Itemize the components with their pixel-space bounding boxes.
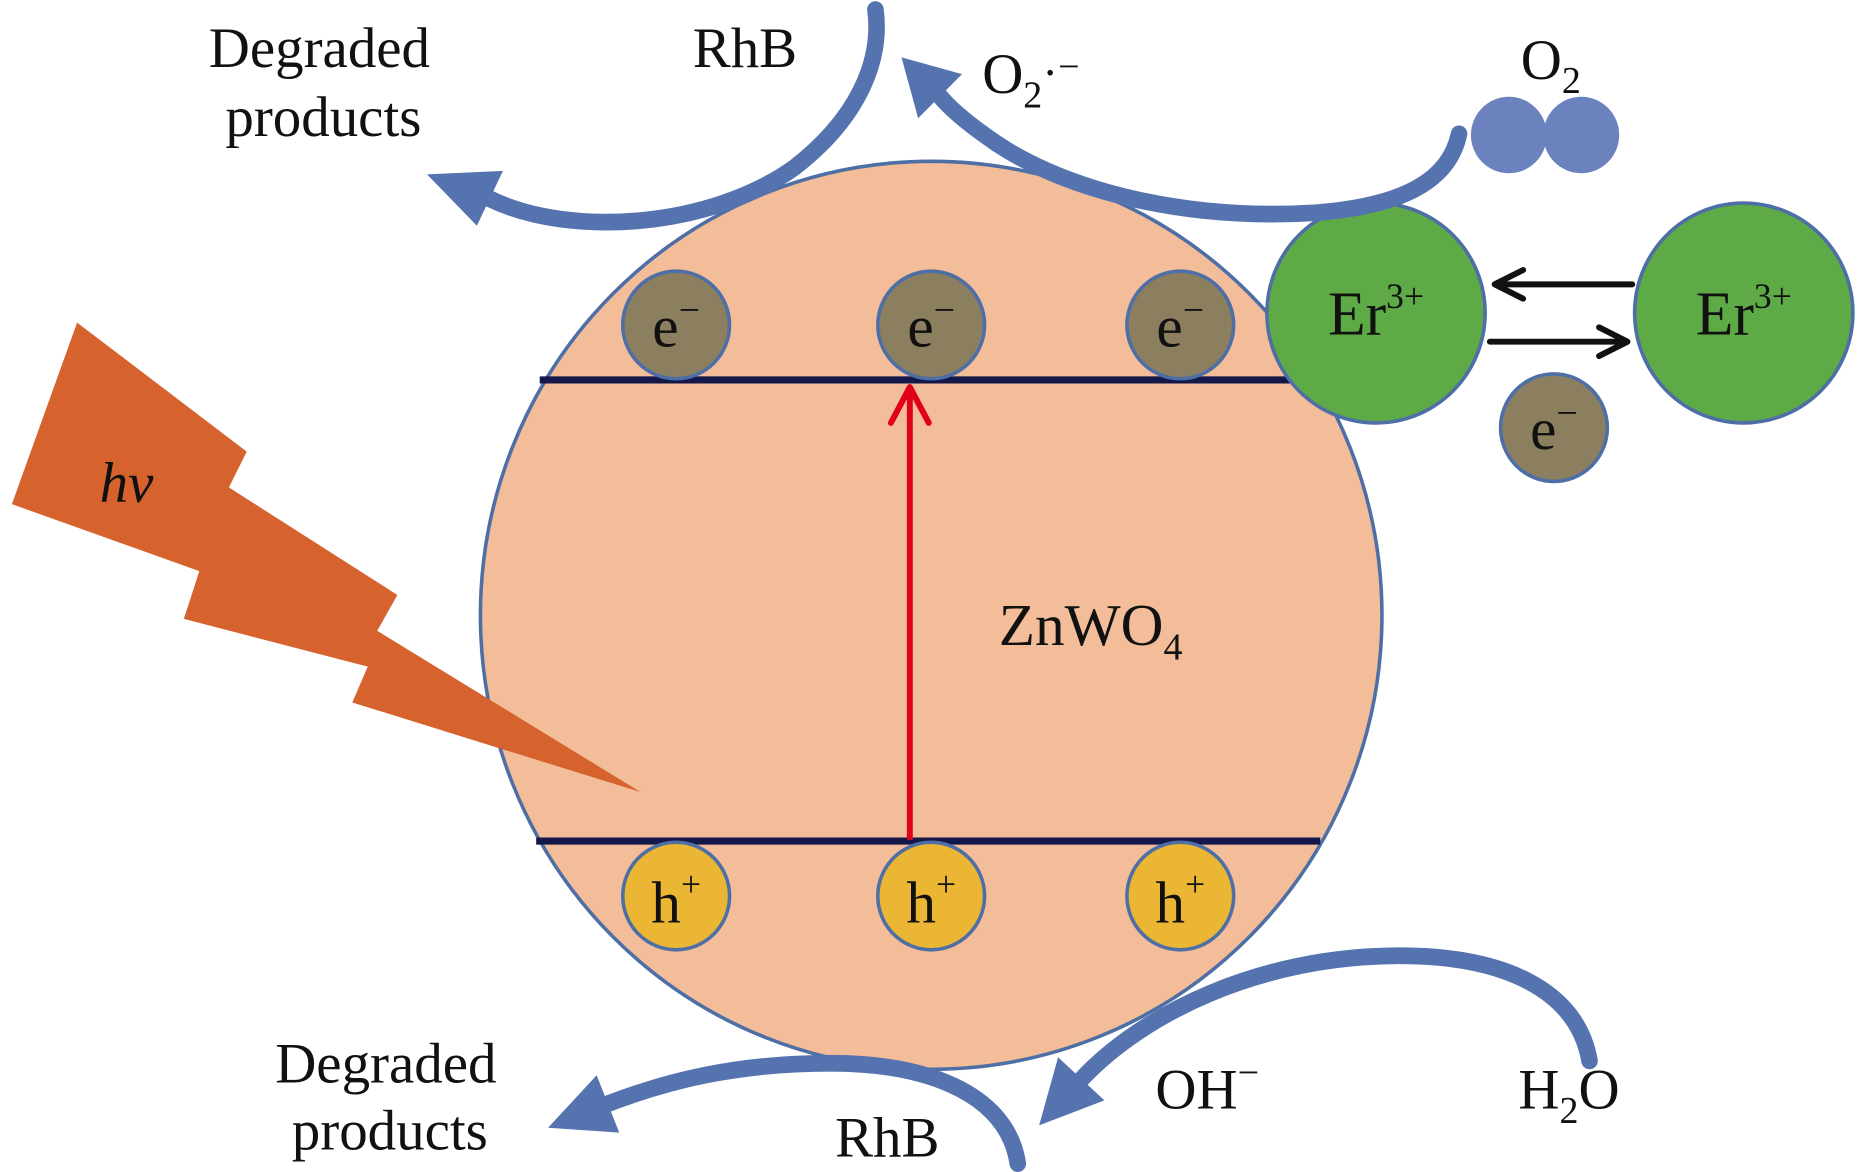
hv-label: hv [100,452,154,515]
erbium-symbol: Er [1328,280,1387,348]
arrow-body [931,87,1468,223]
hole-3: h+ [1125,840,1236,952]
superoxide-label: O2·− [982,43,1079,117]
hole-circle [1125,840,1236,952]
electron-symbol: e [1156,293,1182,359]
electron-symbol: e [652,293,678,359]
electron-label: e− [1530,392,1578,462]
erbium-charge: 3+ [1386,276,1424,316]
hole-label: h+ [651,864,701,935]
electron-2: e− [876,269,987,381]
hole-circle [876,840,987,952]
oxygen-molecule [1470,96,1620,174]
arrow-head [548,1075,620,1133]
hole-symbol: h [906,869,936,935]
particle-subscript: 4 [1163,626,1182,668]
water-oxidation-arrow [1039,947,1598,1126]
rhb-label-bottom: RhB [835,1106,939,1169]
degraded-line: Degraded [209,17,430,80]
particle-label: ZnWO4 [999,592,1183,669]
products-line: products [292,1099,488,1162]
hydroxyl-charge: − [1238,1052,1259,1094]
rhb-degradation-arrow-top [427,1,885,231]
electron-1: e− [620,269,732,381]
arrow-head [1039,1057,1105,1126]
electron-label: e− [907,289,955,359]
electron-symbol: e [907,293,933,359]
arrow-body [1073,947,1598,1088]
hole-label: h+ [906,864,956,935]
hole-symbol: h [1155,869,1185,935]
electron-3: e− [1125,269,1236,381]
water-subscript: 2 [1559,1090,1578,1132]
degraded-line: Degraded [275,1032,496,1095]
hole-charge: + [681,864,701,904]
hole-2: h+ [876,840,987,952]
water-symbol: H [1518,1059,1559,1122]
hydroxyl-symbol: OH [1155,1059,1237,1122]
superoxide-radical-dot: · [1042,47,1058,99]
electron-charge: − [934,289,955,331]
electron-circle [1125,269,1236,381]
hole-label: h+ [1155,864,1205,935]
particle-formula: ZnWO [999,592,1164,658]
water-oxygen: O [1578,1059,1619,1122]
electron-charge: − [1556,392,1577,434]
hole-charge: + [1185,864,1205,904]
hole-symbol: h [651,869,681,935]
superoxide-symbol: O [982,43,1023,106]
oxygen-reduction-arrow [901,57,1468,223]
electron-charge: − [1183,289,1204,331]
rhb-label-top: RhB [693,17,797,80]
hole-1: h+ [620,840,732,952]
erbium-label: Er3+ [1696,276,1792,348]
erbium-ion-left: Er3+ [1265,201,1487,425]
oxygen-symbol: O [1521,29,1562,92]
erbium-label: Er3+ [1328,276,1424,348]
superoxide-charge: − [1058,46,1079,88]
electron-circle [1498,372,1610,484]
electron-label: e− [652,289,700,359]
transferred-electron: e− [1498,372,1610,484]
erbium-symbol: Er [1696,280,1755,348]
electron-circle [876,269,987,381]
hole-charge: + [936,864,956,904]
oxygen-subscript: 2 [1562,60,1581,102]
arrow-head [1491,267,1527,302]
hydroxyl-label: OH− [1155,1052,1259,1122]
electron-label: e− [1156,289,1204,359]
erbium-circle [1632,201,1855,425]
excitation-arrow-head [887,384,932,426]
oxygen-atom-left [1470,96,1547,174]
electron-charge: − [679,289,700,331]
superoxide-subscript: 2 [1023,74,1042,116]
electron-transfer-arrow-right [1486,324,1631,360]
electron-circle [620,269,732,381]
electron-transfer-arrow-left [1491,267,1636,302]
water-label: H2O [1518,1059,1619,1133]
erbium-ion-right: Er3+ [1632,201,1855,425]
arrow-head [427,170,503,226]
light-bolt [11,322,641,793]
oxygen-atom-right [1543,96,1620,174]
arrow-body [480,1,885,231]
degraded-products-label-top: Degraded products [209,17,444,150]
electron-symbol: e [1530,396,1556,462]
arrow-head [901,57,963,119]
rhb-degradation-arrow-bottom [548,1054,1027,1172]
arrow-head [1596,324,1631,360]
arrow-body [599,1054,1027,1172]
hole-circle [620,840,732,952]
degraded-products-label-bottom: Degraded products [275,1032,510,1162]
products-line: products [225,86,421,149]
oxygen-label: O2 [1521,29,1581,103]
erbium-charge: 3+ [1754,276,1792,316]
excitation-arrow [887,384,932,840]
